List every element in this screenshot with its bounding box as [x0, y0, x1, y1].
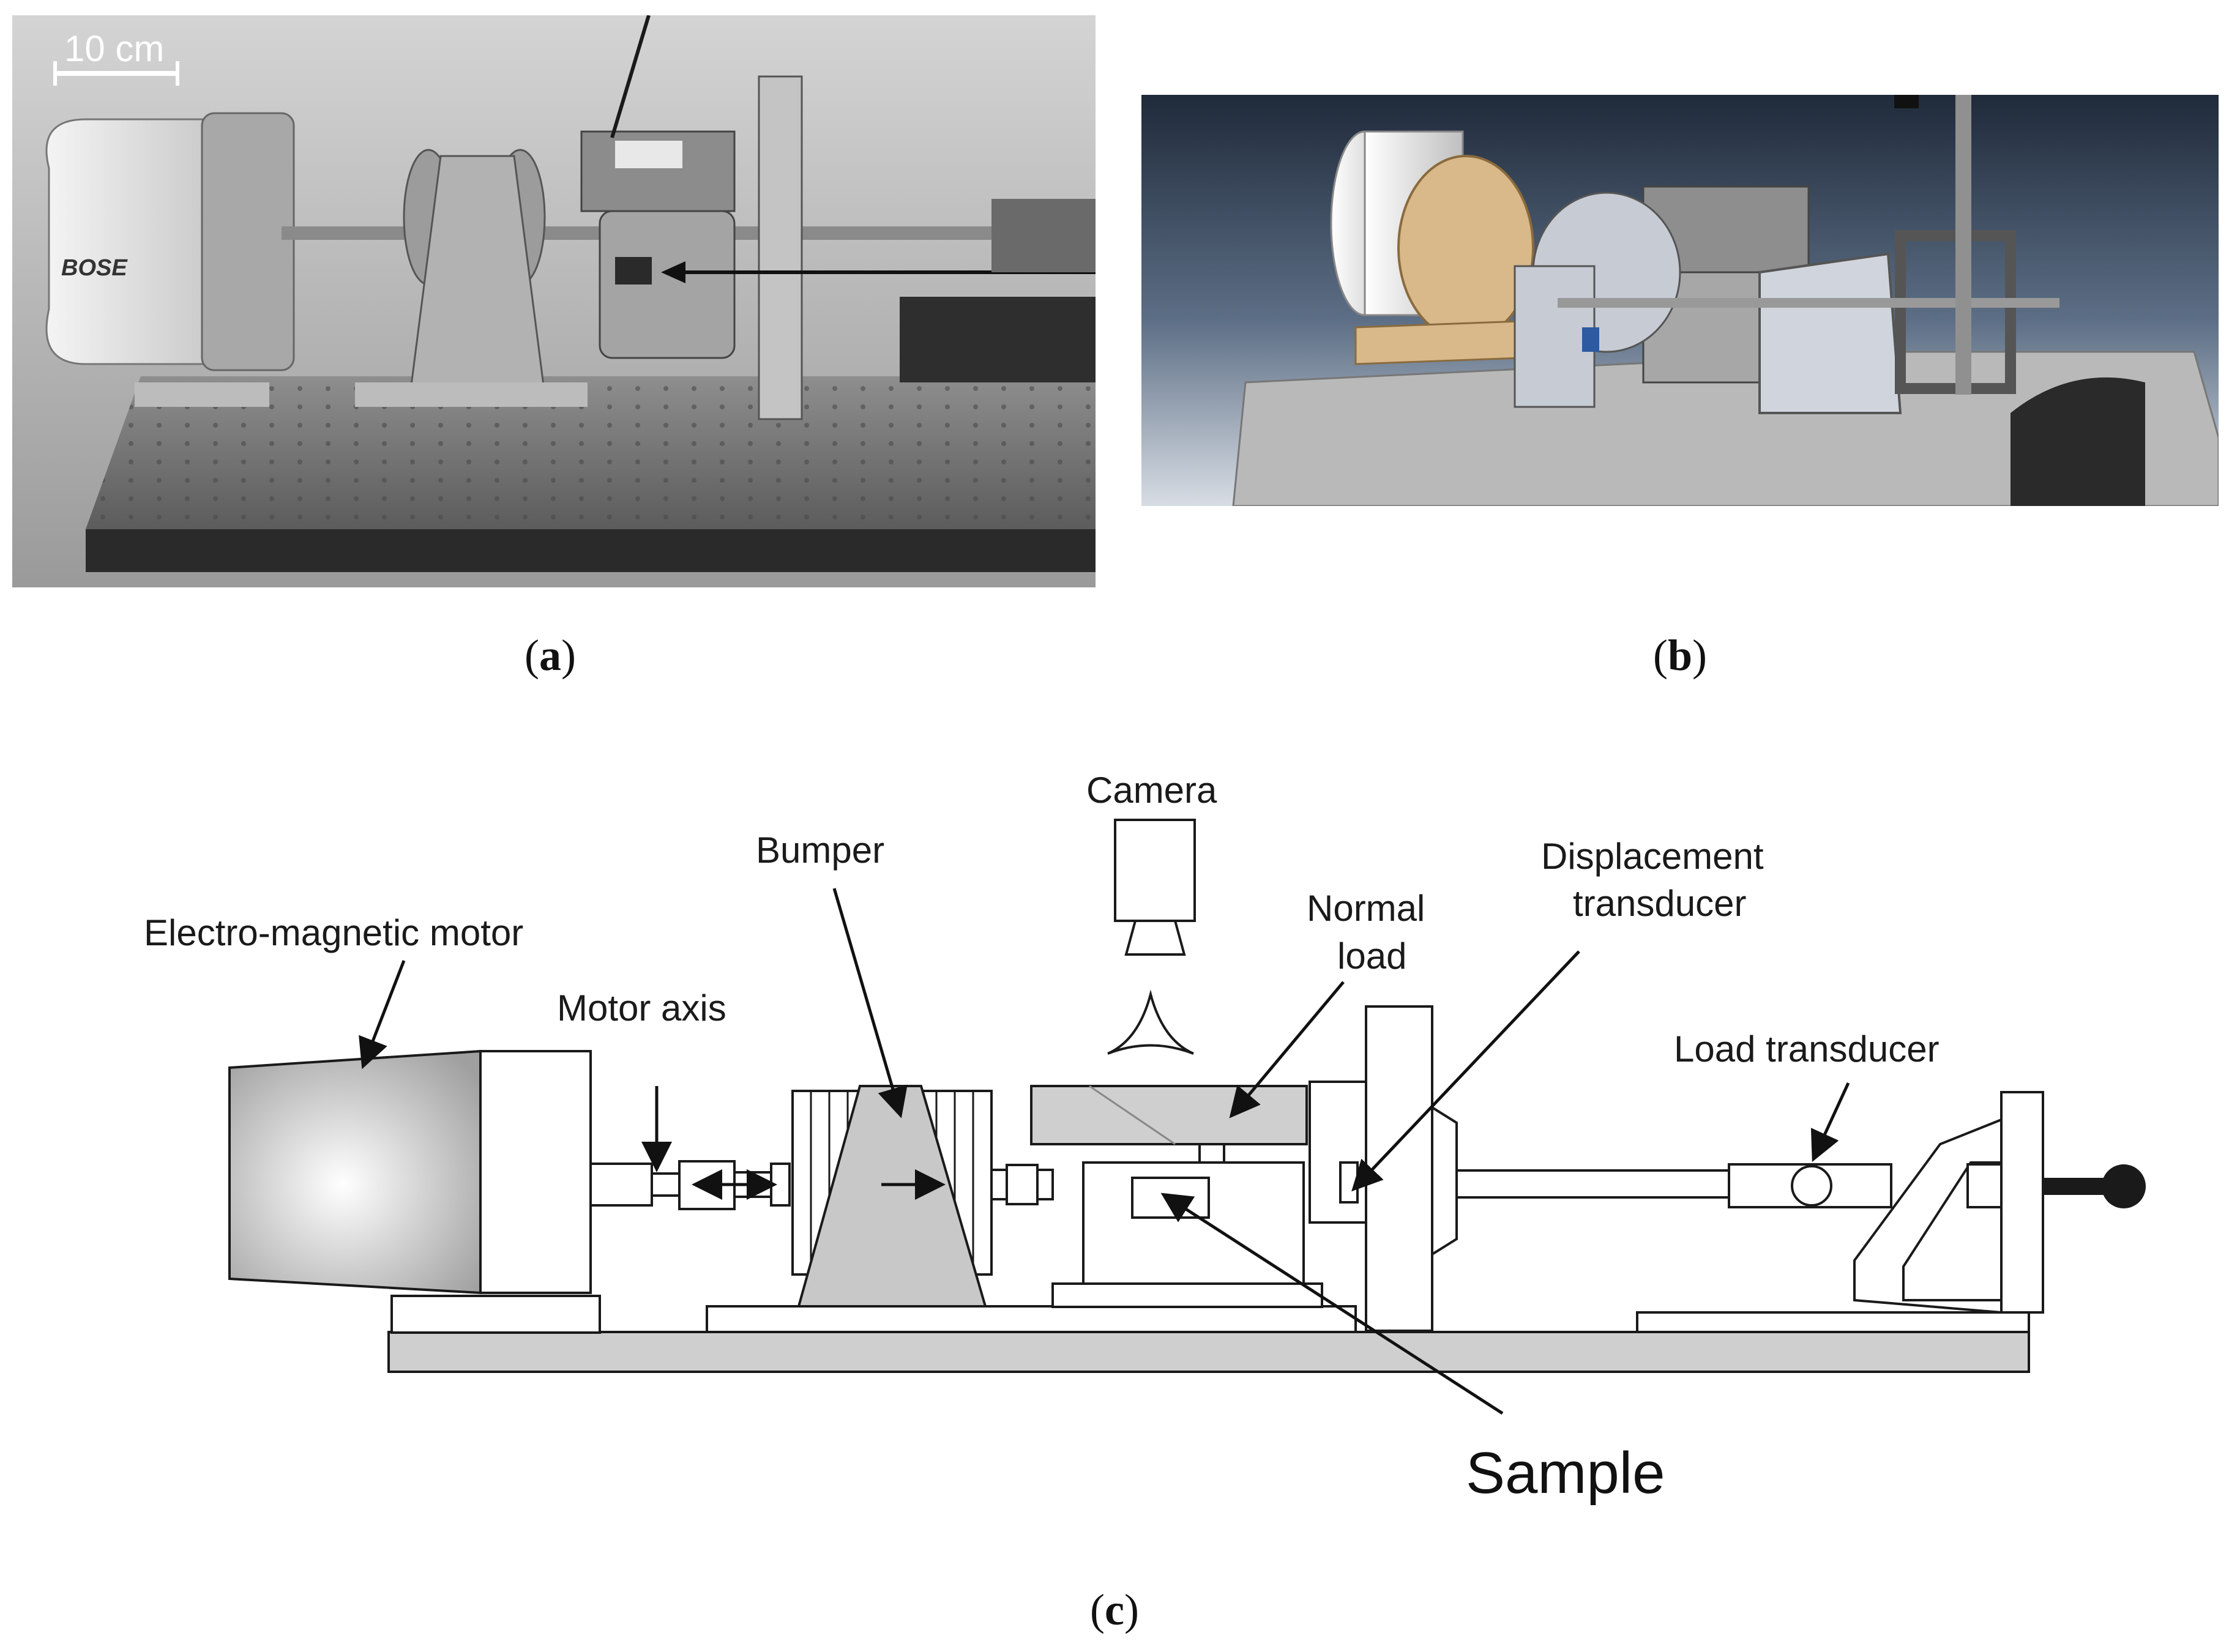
label-normal-1: Normal [1307, 888, 1425, 929]
right-post [2000, 1091, 2044, 1314]
panel-a-photo: BOSE 10 cm [12, 15, 1096, 587]
clamp [900, 297, 1096, 382]
panel-c-schematic: Camera Bumper Displacement transducer No… [0, 746, 2229, 1542]
cad-motor [1330, 130, 1534, 365]
label-bumper: Bumper [756, 830, 884, 871]
axis-coupler [589, 1163, 653, 1207]
panel-b-render [1141, 95, 2219, 506]
leader-displacement [1351, 950, 1580, 1192]
base-rail [387, 1331, 2030, 1373]
label-camera: Camera [1086, 770, 1217, 811]
rig-photo-illustration: BOSE 10 cm [12, 15, 1096, 587]
transducer-post [1365, 1005, 1433, 1332]
leader-normal-load [1229, 981, 1345, 1118]
label-normal-2: load [1337, 936, 1406, 977]
knob-shaft [2043, 1178, 2107, 1195]
scale-label: 10 cm [64, 28, 164, 69]
caption-a: (a) [525, 631, 576, 680]
label-displacement-2: transducer [1573, 883, 1746, 924]
cad-render-illustration [1141, 95, 2219, 506]
label-sample: Sample [1466, 1440, 1665, 1506]
schematic-diagram: Camera Bumper Displacement transducer No… [144, 770, 2146, 1506]
leader-motor [359, 960, 406, 1070]
normal-load [1030, 1085, 1308, 1145]
caption-c: (c) [1090, 1585, 1139, 1634]
leader-sample [1160, 1192, 1504, 1415]
bumper-assembly [355, 149, 588, 407]
knob [2102, 1164, 2146, 1208]
label-displacement-1: Displacement [1541, 836, 1764, 877]
bose-motor: BOSE [45, 112, 295, 371]
label-load-transducer: Load transducer [1674, 1029, 1940, 1070]
leader-bumper [832, 888, 908, 1118]
motor-foot [390, 1295, 601, 1334]
middle-platform [706, 1305, 1357, 1333]
brand-label: BOSE [61, 255, 128, 281]
eye-icon [1107, 989, 1194, 1055]
label-motor-axis: Motor axis [557, 988, 726, 1029]
camera-body [1114, 819, 1196, 922]
label-motor: Electro-magnetic motor [144, 912, 523, 953]
camera-lens [1124, 920, 1186, 956]
caption-b: (b) [1652, 631, 1707, 680]
motor-housing [479, 1050, 592, 1294]
leader-load-transducer [1810, 1082, 1850, 1163]
electro-magnetic-motor [228, 1049, 482, 1295]
sample-housing [580, 15, 803, 420]
load-rod [1455, 1169, 1730, 1199]
cad-clamp [2011, 377, 2145, 506]
